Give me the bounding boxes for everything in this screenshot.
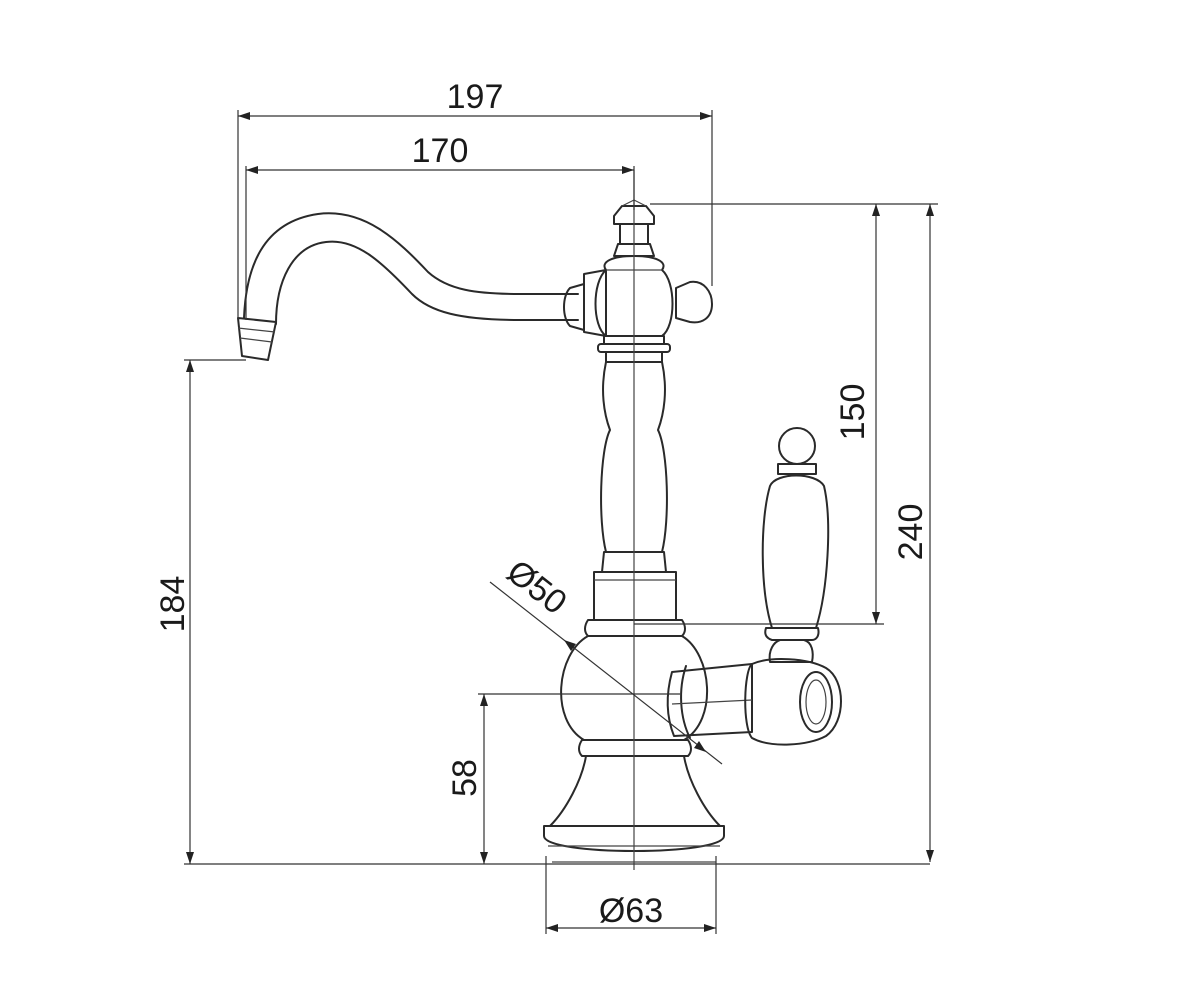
spout-tip: [237, 317, 277, 361]
dim-240: [650, 203, 938, 862]
label-197: 197: [447, 78, 504, 116]
label-150: 150: [834, 384, 872, 441]
label-240: 240: [892, 504, 930, 561]
dimension-lines: [184, 110, 938, 934]
faucet-outline: [237, 170, 842, 870]
dim-150: [634, 204, 884, 625]
dim-184: [184, 359, 930, 865]
label-d63: Ø63: [599, 892, 663, 930]
dim-170: [245, 166, 635, 320]
cartridge-housing: [666, 663, 753, 739]
top-hub: [594, 255, 713, 337]
main-body: [560, 635, 708, 757]
lever-hub: [744, 658, 842, 746]
label-58: 58: [446, 759, 484, 797]
label-184: 184: [154, 576, 192, 633]
label-d50: Ø50: [500, 553, 574, 623]
dim-d50: [489, 581, 723, 765]
label-170: 170: [412, 132, 469, 170]
spout-arc: [243, 212, 579, 325]
body-collar: [584, 571, 686, 637]
dimension-labels: 197 170 150 240 184 58 Ø63 Ø50: [154, 78, 930, 930]
dim-d63: [545, 856, 717, 934]
lever-handle: [761, 427, 830, 663]
dim-58: [478, 693, 680, 864]
dim-197: [237, 110, 713, 320]
